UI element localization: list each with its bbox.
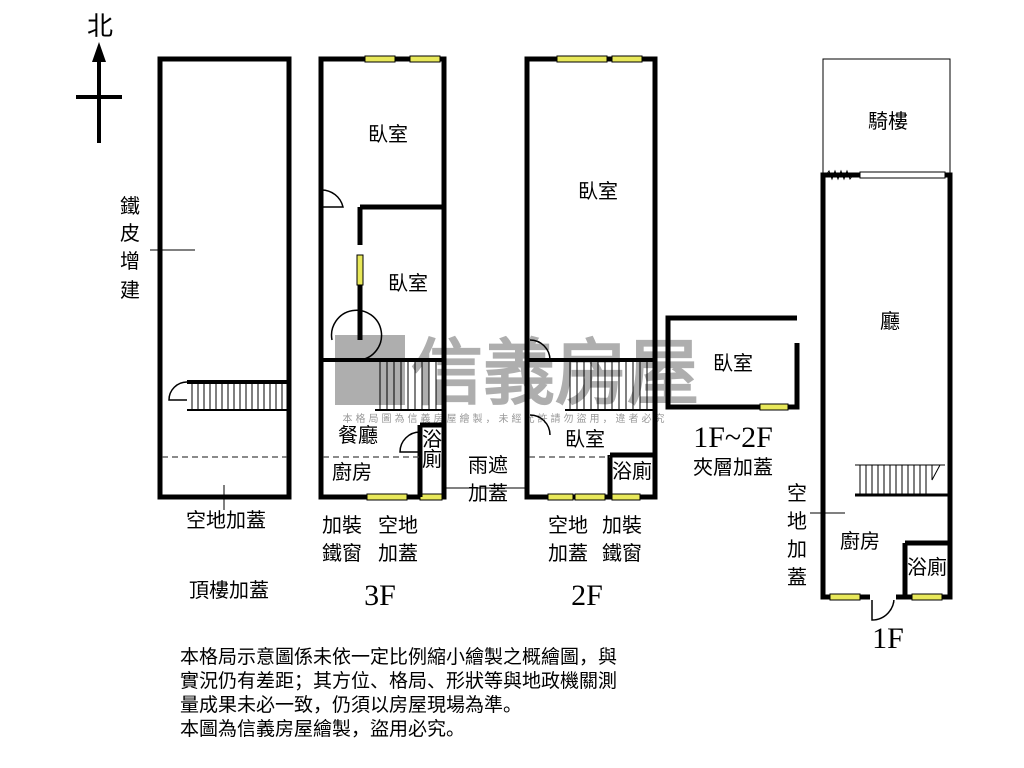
floor-label-1f: 1F [872,622,904,655]
2f-floor-plan: 臥室 臥室 浴廁 空地 加蓋 加裝 鐵窗 2F [524,55,658,612]
room-bath: 浴廁 [612,459,652,483]
room-hall: 廳 [880,309,900,333]
label: 空地 [378,513,418,537]
roof-floor-plan: 鐵 皮 增 建 空地加蓋 頂樓加蓋 [110,56,292,602]
room-bedroom: 臥室 [578,179,618,203]
floor-label-2f: 2F [571,579,603,612]
label: 蓋 [787,565,807,589]
label: 廁 [422,447,442,471]
label: 建 [120,278,140,302]
label: 鐵窗 [602,541,642,565]
room-kitchen: 廚房 [332,460,372,484]
1f-floor-plan: 騎樓 廳 廚房 浴廁 空 地 加 蓋 1F [785,58,953,655]
stairs [168,380,287,411]
label: 浴 [422,427,442,451]
label: 鐵 [120,194,140,218]
label: 加 [787,537,807,561]
room-kitchen: 廚房 [840,529,880,553]
note-line: 量成果未必一致，仍須以房屋現場為準。 [180,694,523,716]
floor-label-mezzanine: 1F~2F [693,421,773,454]
note-line: 實況仍有差距；其方位、格局、形狀等與地政機關測 [180,670,618,692]
label: 鐵窗 [322,541,362,565]
room-dining: 餐廳 [338,423,378,447]
label: 皮 [120,221,140,245]
label: 增 [120,249,140,273]
canopy-label: 雨遮 [468,453,508,477]
label: 加蓋 [378,541,418,565]
note-line: 本圖為信義房屋繪製，盜用必究。 [180,718,466,740]
watermark-brand: 信義房屋 [411,331,699,415]
arrow-icon [92,42,106,62]
watermark-notice: 本格局圖為信義房屋繪製，未經允許請勿盜用，違者必究 [343,412,668,425]
watermark-logo [335,335,405,405]
label: 空 [787,481,807,505]
mezzanine-floor-plan: 臥室 1F~2F 夾層加蓋 [665,315,800,479]
label: 夾層加蓋 [693,455,773,479]
3f-floor-plan: 臥室 臥室 餐廳 浴 廁 廚房 加裝 鐵窗 空地 加蓋 3F [318,55,447,612]
label: 加裝 [602,513,642,537]
room-bedroom: 臥室 [388,271,428,295]
room-bedroom: 臥室 [565,427,605,451]
label: 空地 [548,513,588,537]
room-bedroom: 臥室 [368,122,408,146]
room-bedroom: 臥室 [713,351,753,375]
north-label: 北 [87,12,113,42]
label: 加裝 [322,513,362,537]
watermark: 信義房屋 本格局圖為信義房屋繪製，未經允許請勿盜用，違者必究 [335,331,699,425]
label: 地 [787,509,807,533]
room-arcade: 騎樓 [868,109,908,133]
label: 加蓋 [468,481,508,505]
disclaimer-note: 本格局示意圖係未依一定比例縮小繪製之概繪圖，與 實況仍有差距；其方位、格局、形狀… [180,645,617,741]
note-line: 本格局示意圖係未依一定比例縮小繪製之概繪圖，與 [180,646,618,668]
floor-label-roof: 頂樓加蓋 [189,578,269,602]
floor-label-3f: 3F [364,579,396,612]
north-arrow: 北 [76,12,122,143]
label: 加蓋 [548,541,588,565]
room-bath: 浴廁 [907,555,947,579]
open-space-label: 空地加蓋 [186,508,266,532]
